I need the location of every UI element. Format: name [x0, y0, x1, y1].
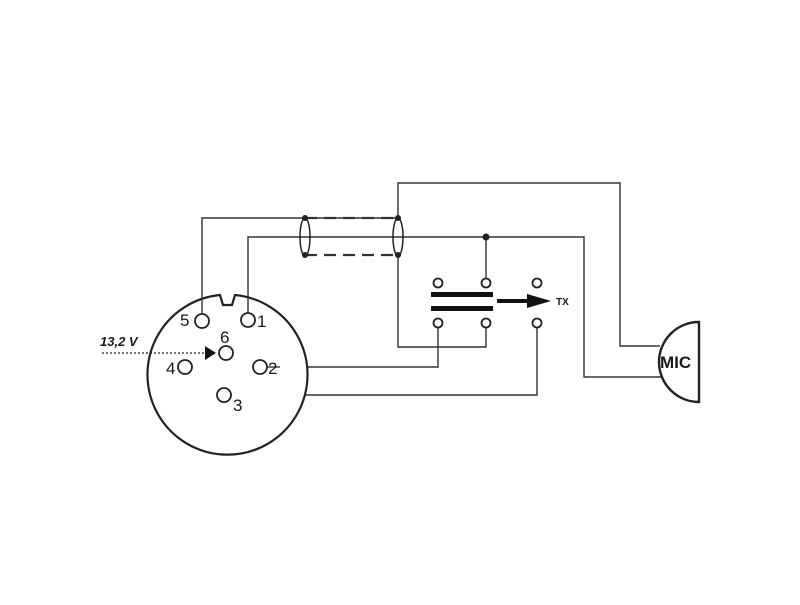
tx-label: TX [556, 297, 569, 308]
tx-terminal [531, 317, 543, 329]
ptt-switch: TX [431, 277, 569, 329]
wire-pin3-to-tx [231, 325, 538, 396]
pin-1 [240, 312, 256, 328]
junction-dot [395, 215, 401, 221]
connector-body [146, 293, 309, 456]
wires [201, 182, 663, 396]
pin-4 [177, 359, 193, 375]
wire-pin1-conductor [247, 236, 663, 378]
junction-dot [302, 215, 308, 221]
pin-label-3: 3 [233, 396, 242, 415]
supply-arrow-icon [205, 346, 216, 360]
junction-dot [482, 233, 490, 241]
switch-terminal [480, 317, 492, 329]
supply-voltage-label: 13,2 V [100, 334, 139, 349]
supply-indicator: 13,2 V [100, 334, 216, 360]
mic-label: MIC [660, 353, 691, 372]
pin-label-2: 2 [268, 359, 277, 378]
pin-label-1: 1 [257, 312, 266, 331]
switch-terminal [432, 277, 444, 289]
wire-pin2-to-switch [280, 324, 439, 368]
pin-label-6: 6 [220, 328, 229, 347]
junction-dot [302, 252, 308, 258]
pin-6 [218, 345, 234, 361]
tx-terminal [531, 277, 543, 289]
switch-contact-bar [431, 306, 493, 311]
switch-terminal [480, 277, 492, 289]
mic-capsule [657, 320, 701, 404]
junction-dot [395, 252, 401, 258]
tx-arrow-shaft [497, 299, 529, 303]
switch-contact-bar [431, 292, 493, 297]
six-pin-connector: 1 2 3 4 5 6 [146, 292, 309, 456]
wire-shield-to-mic [397, 182, 660, 347]
microphone: MIC [657, 320, 701, 404]
pin-2 [252, 359, 268, 375]
pin-3 [216, 387, 232, 403]
switch-terminal [432, 317, 444, 329]
wire-shield-to-switch [397, 254, 487, 348]
pin-label-4: 4 [166, 359, 175, 378]
shielded-cable [299, 215, 490, 258]
pin-5 [194, 313, 210, 329]
tx-arrow-icon [527, 294, 551, 308]
pin-label-5: 5 [180, 311, 189, 330]
